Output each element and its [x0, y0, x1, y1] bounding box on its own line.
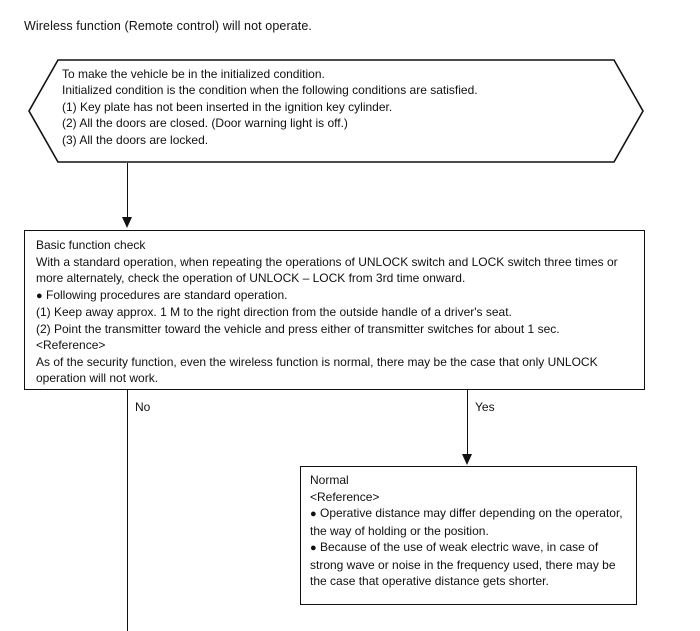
result-text: Normal <Reference> ● Operative distance … [310, 472, 630, 590]
result-reference-label: <Reference> [310, 489, 380, 504]
check-body: With a standard operation, when repeatin… [36, 254, 618, 286]
connector-yes-branch [466, 390, 469, 455]
arrowhead-down-icon [121, 217, 132, 228]
connector-hexagon-to-check [126, 163, 129, 219]
condition-text: To make the vehicle be in the initialize… [62, 66, 622, 148]
condition-line-1: To make the vehicle be in the initialize… [62, 67, 325, 81]
branch-label-yes: Yes [475, 400, 495, 414]
condition-line-5: (3) All the doors are locked. [62, 132, 209, 147]
condition-line-4: (2) All the doors are closed. (Door warn… [62, 116, 348, 131]
result-bullet-2: ● Because of the use of weak electric wa… [310, 539, 630, 590]
check-text: Basic function check With a standard ope… [36, 237, 636, 387]
check-step-1: (1) Keep away approx. 1 M to the right d… [36, 305, 512, 319]
result-bullet-2-label: Because of the use of weak electric wave… [310, 540, 616, 588]
basic-function-check-box: Basic function check With a standard ope… [24, 230, 645, 390]
arrowhead-down-yes-icon [461, 454, 472, 465]
condition-hexagon: To make the vehicle be in the initialize… [25, 56, 647, 166]
branch-label-no: No [135, 400, 151, 414]
condition-line-2: Initialized condition is the condition w… [62, 83, 478, 98]
result-bullet-1: ● Operative distance may differ dependin… [310, 505, 630, 539]
check-reference-label: <Reference> [36, 338, 106, 352]
bullet-icon: ● [310, 542, 317, 554]
normal-result-box: Normal <Reference> ● Operative distance … [300, 466, 637, 605]
connector-no-branch [126, 390, 129, 631]
bullet-icon: ● [310, 508, 317, 520]
check-step-2: (2) Point the transmitter toward the veh… [36, 321, 560, 336]
hexagon-outline-icon [28, 59, 644, 163]
page-title: Wireless function (Remote control) will … [24, 19, 312, 33]
bullet-icon: ● [36, 289, 43, 302]
condition-line-3: (1) Key plate has not been inserted in t… [62, 99, 393, 114]
check-reference-text: As of the security function, even the wi… [36, 354, 598, 386]
check-bullet-1: ● Following procedures are standard oper… [36, 287, 636, 305]
result-bullet-1-label: Operative distance may differ depending … [310, 506, 623, 538]
check-heading: Basic function check [36, 238, 146, 252]
result-heading: Normal [310, 473, 349, 487]
check-bullet-1-label: Following procedures are standard operat… [46, 287, 288, 302]
